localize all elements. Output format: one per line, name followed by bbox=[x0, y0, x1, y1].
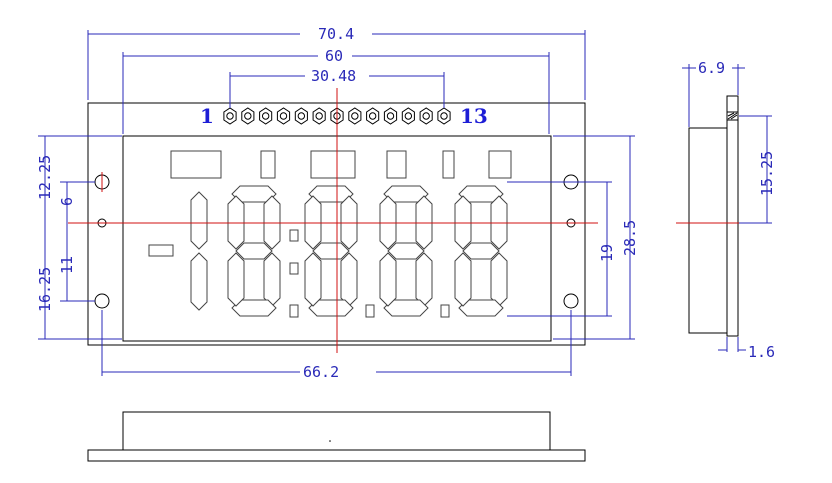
pin-5 bbox=[294, 107, 308, 125]
icon-segment-2 bbox=[260, 150, 276, 179]
dimension-lines bbox=[38, 30, 635, 376]
pin-hole-9 bbox=[368, 112, 377, 120]
digit-4-seg-g bbox=[462, 242, 500, 260]
pin-10 bbox=[383, 107, 398, 125]
pin-hole-5 bbox=[297, 112, 306, 120]
decimal-point-1 bbox=[289, 304, 299, 318]
digit-1 bbox=[227, 185, 281, 317]
dim-side-offset: 15.25 bbox=[758, 151, 776, 196]
icon-segment-4 bbox=[386, 150, 407, 179]
pin-hole-4 bbox=[279, 112, 288, 120]
digit-2-seg-c bbox=[340, 252, 358, 307]
digit-leading-one bbox=[190, 191, 208, 311]
pin-label-last: 13 bbox=[460, 104, 488, 128]
dim-viewing-width: 60 bbox=[325, 47, 343, 65]
dim-glass-thickness: 1.6 bbox=[748, 343, 775, 361]
pin-hole-6 bbox=[315, 112, 323, 120]
seven-segment-digits bbox=[190, 185, 508, 317]
side-view-pcb bbox=[726, 95, 739, 337]
digit-1-seg-c bbox=[263, 252, 281, 307]
decimal-point-3 bbox=[440, 304, 450, 318]
pin-8 bbox=[348, 107, 362, 125]
icon-segments bbox=[148, 150, 512, 257]
pin-hole-10 bbox=[386, 112, 395, 120]
pin-row bbox=[223, 107, 451, 125]
digit-3 bbox=[379, 185, 433, 317]
pin-hole-1 bbox=[226, 112, 234, 120]
digit-3-seg-c bbox=[415, 252, 433, 307]
side-view-glass bbox=[688, 127, 728, 334]
digit-3-seg-e bbox=[379, 252, 397, 307]
digit-2-seg-e bbox=[304, 252, 322, 307]
digit-3-seg-g bbox=[387, 242, 425, 260]
digit-4-seg-c bbox=[490, 252, 508, 307]
pin-6 bbox=[312, 107, 326, 125]
pin-hole-13 bbox=[440, 112, 448, 120]
icon-segment-3 bbox=[310, 150, 356, 179]
dim-mount-hole-span: 66.2 bbox=[303, 363, 339, 381]
pin-hole-11 bbox=[404, 112, 413, 120]
pin-9 bbox=[366, 107, 380, 125]
dim-height-upper: 12.25 bbox=[36, 155, 54, 200]
icon-segment-1 bbox=[170, 150, 222, 179]
digit-leading-one-upper bbox=[190, 191, 208, 250]
pin-label-first: 1 bbox=[200, 104, 214, 128]
side-view: 6.9 15.25 1.6 bbox=[676, 59, 776, 361]
dim-side-thickness: 6.9 bbox=[698, 59, 725, 77]
digit-2-seg-g bbox=[312, 242, 350, 260]
pin-hole-3 bbox=[261, 112, 270, 120]
pin-12 bbox=[419, 107, 433, 125]
dim-overall-height: 28.5 bbox=[621, 220, 639, 256]
icon-segment-6 bbox=[488, 150, 512, 179]
pin-13 bbox=[437, 107, 451, 125]
dim-overall-width: 70.4 bbox=[318, 25, 354, 43]
pin-11 bbox=[401, 107, 415, 125]
colon-lower bbox=[289, 262, 299, 275]
pin-1 bbox=[223, 107, 237, 125]
colon-upper bbox=[289, 229, 299, 242]
side-view-pin-stub bbox=[726, 111, 739, 121]
decimal-points bbox=[289, 229, 450, 318]
icon-segment-5 bbox=[442, 150, 455, 179]
dim-height-6: 6 bbox=[58, 197, 76, 206]
digit-1-seg-e bbox=[227, 252, 245, 307]
bottom-view bbox=[87, 411, 586, 462]
digit-4-seg-e bbox=[454, 252, 472, 307]
digit-2 bbox=[304, 185, 358, 317]
minus-segment bbox=[148, 244, 174, 257]
pin-4 bbox=[276, 107, 291, 125]
pin-hole-8 bbox=[351, 112, 359, 120]
bottom-view-pcb bbox=[87, 449, 586, 462]
pin-2 bbox=[241, 107, 255, 125]
centerlines bbox=[68, 88, 598, 353]
pin-hole-2 bbox=[244, 112, 252, 120]
dim-pin-span: 30.48 bbox=[311, 67, 356, 85]
mount-hole-bottom-right bbox=[563, 293, 579, 309]
pin-3 bbox=[259, 107, 273, 125]
pin-hole-12 bbox=[422, 112, 430, 120]
front-view: 1 13 bbox=[36, 25, 639, 381]
dim-digit-height: 19 bbox=[598, 244, 616, 262]
digit-1-seg-g bbox=[235, 242, 273, 260]
mount-hole-bottom-left bbox=[94, 293, 110, 309]
decimal-point-2 bbox=[365, 304, 375, 318]
dim-height-11: 11 bbox=[58, 256, 76, 274]
digit-4 bbox=[454, 185, 508, 317]
digit-leading-one-lower bbox=[190, 252, 208, 311]
dim-height-lower: 16.25 bbox=[36, 267, 54, 312]
bottom-view-glass bbox=[122, 411, 551, 451]
